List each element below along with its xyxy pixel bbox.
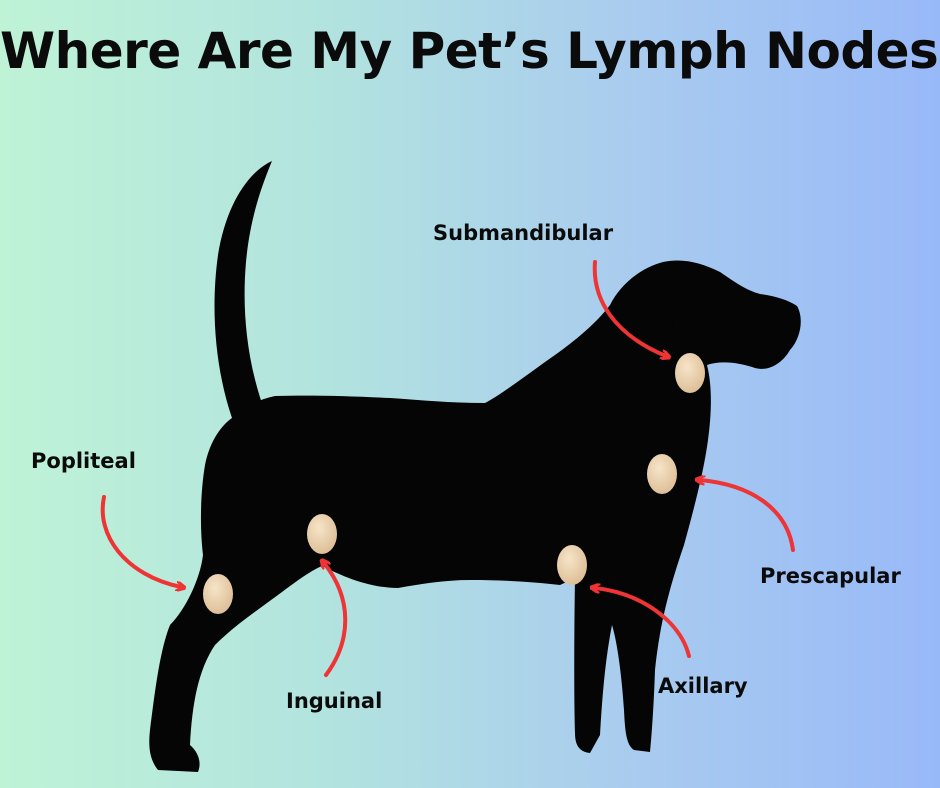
axillary-label: Axillary <box>658 674 748 698</box>
submandibular-node <box>675 353 705 393</box>
popliteal-arrow <box>100 495 181 587</box>
dog-silhouette <box>149 260 801 772</box>
page-title: Where Are My Pet’s Lymph Nodes? <box>0 22 940 80</box>
submandibular-label: Submandibular <box>433 221 614 245</box>
axillary-arrow <box>595 588 691 658</box>
axillary-node <box>557 545 587 585</box>
prescapular-arrow <box>700 480 795 552</box>
submandibular-arrow <box>592 260 666 356</box>
popliteal-node <box>203 574 233 614</box>
popliteal-label: Popliteal <box>31 449 136 473</box>
dog-tail <box>214 161 272 418</box>
prescapular-label: Prescapular <box>760 564 901 588</box>
inguinal-label: Inguinal <box>286 689 383 713</box>
inguinal-arrow <box>324 563 348 677</box>
inguinal-node <box>307 514 337 554</box>
prescapular-node <box>647 454 677 494</box>
